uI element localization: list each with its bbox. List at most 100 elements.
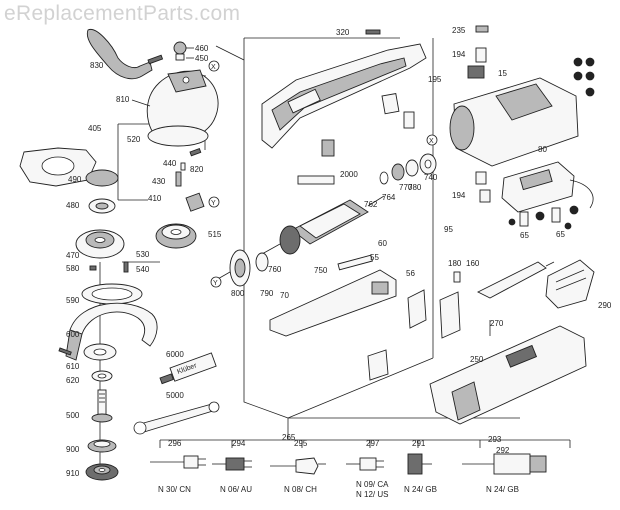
callout-x-marker xyxy=(426,134,438,146)
field-coil-15: 15 xyxy=(449,69,579,167)
plug-caption: N 08/ CH xyxy=(284,485,317,494)
brush-holders xyxy=(321,93,415,157)
part-label: 194 xyxy=(452,50,466,59)
part-label: 5000 xyxy=(166,391,184,400)
motor-housing-half-320: 320 xyxy=(261,28,427,149)
callout-label: B xyxy=(572,208,577,215)
part-label: 410 xyxy=(148,194,162,203)
electronics-80: 80 194 xyxy=(452,145,594,213)
part-label: 600 xyxy=(66,330,80,339)
washer-610: 610 xyxy=(58,343,117,371)
part-label: 70 xyxy=(280,291,289,300)
part-label: 610 xyxy=(66,362,80,371)
part-label: 65 xyxy=(520,231,529,240)
plug-caption: N 06/ AU xyxy=(220,485,252,494)
part-label: 95 xyxy=(444,225,453,234)
brush-cap-235: 235 xyxy=(452,25,489,35)
part-label: 265 xyxy=(282,433,296,442)
part-label: 296 xyxy=(168,439,182,448)
part-label: 405 xyxy=(88,124,102,133)
watermark: eReplacementParts.com xyxy=(4,2,241,25)
part-label: 740 xyxy=(424,173,438,182)
flange-900: 900 xyxy=(66,439,117,454)
part-label: 180 xyxy=(448,259,462,268)
part-label: 293 xyxy=(488,435,502,444)
part-label: 2000 xyxy=(340,170,358,179)
part-label: 780 xyxy=(408,183,422,192)
part-label: 195 xyxy=(428,75,442,84)
part-label: 750 xyxy=(314,266,328,275)
part-label: 270 xyxy=(490,319,504,328)
side-handle-830: 830 xyxy=(86,29,164,80)
spanner-5000: 5000 xyxy=(133,391,220,435)
brushes-65: A B 65 65 xyxy=(508,205,579,240)
part-label: 297 xyxy=(366,439,380,448)
part-label: 291 xyxy=(412,439,426,448)
bevel-gear-515: 515 xyxy=(155,223,222,249)
brackets-center: 95 xyxy=(367,225,461,381)
plug-293-292: 293 292 N 24/ GB xyxy=(462,435,547,494)
callout-y-marker xyxy=(208,196,220,208)
pinion-410: 410 Y xyxy=(148,192,220,212)
gear-head-housing-405: 810 405 520 xyxy=(88,69,219,147)
callout-y-marker xyxy=(210,276,222,288)
plug-caption: N 30/ CN xyxy=(158,485,191,494)
part-label: 520 xyxy=(127,135,141,144)
callout-label: A xyxy=(538,214,543,221)
label-2000: 2000 xyxy=(297,170,358,185)
screws-530-540-580: 530 540 580 xyxy=(66,250,150,274)
spindle-500: 500 xyxy=(66,389,113,423)
plug-297: 297 N 09/ CA N 12/ US xyxy=(346,439,389,499)
armature-760: 760 750 xyxy=(261,195,385,275)
part-label: 320 xyxy=(336,28,350,37)
part-label: 160 xyxy=(466,259,480,268)
base-plate-490: 490 xyxy=(19,147,119,187)
part-label: 235 xyxy=(452,26,466,35)
fan-800-790: Y 800 790 xyxy=(210,249,274,298)
handle-housing-250: 270 250 265 xyxy=(282,319,587,442)
part-label: 500 xyxy=(66,411,80,420)
callout-label: X xyxy=(429,138,434,145)
part-label: 764 xyxy=(382,193,396,202)
part-label: 760 xyxy=(268,265,282,274)
plug-296: 296 N 30/ CN xyxy=(150,439,206,494)
part-label: 770 xyxy=(399,183,413,192)
switch-180-160: 180 160 xyxy=(448,259,555,299)
callout-label: Y xyxy=(211,200,216,207)
part-label: 194 xyxy=(452,191,466,200)
part-label: 450 xyxy=(195,54,209,63)
part-label: 910 xyxy=(66,469,80,478)
knob-460-450: 460 450 xyxy=(173,41,209,63)
callout-label: Y xyxy=(213,280,218,287)
bearings-740-780: 740 770 780 764 762 xyxy=(364,153,438,209)
plug-291: 291 N 24/ GB xyxy=(404,439,437,494)
part-label: 810 xyxy=(116,95,130,104)
part-label: 60 xyxy=(378,239,387,248)
part-label: 460 xyxy=(195,44,209,53)
part-label: 620 xyxy=(66,376,80,385)
flange-470: 470 xyxy=(66,229,125,260)
plug-caption: N 12/ US xyxy=(356,490,388,499)
part-label: 292 xyxy=(496,446,510,455)
part-label: 430 xyxy=(152,177,166,186)
part-label: 820 xyxy=(190,165,204,174)
bearing-480: 480 xyxy=(66,198,116,214)
gearbox-frame-60: 60 55 56 70 xyxy=(269,239,415,337)
part-label: 790 xyxy=(260,289,274,298)
part-label: 540 xyxy=(136,265,150,274)
part-label: 250 xyxy=(470,355,484,364)
part-label: 65 xyxy=(556,230,565,239)
ring-620: 620 xyxy=(66,370,113,385)
plug-caption: N 09/ CA xyxy=(356,480,389,489)
plug-caption: N 24/ GB xyxy=(486,485,519,494)
cable-protector-290: 290 xyxy=(545,259,612,310)
part-label: 830 xyxy=(90,61,104,70)
plug-295: 295 N 08/ CH xyxy=(270,439,326,494)
callout-x-marker xyxy=(208,60,220,72)
part-label: 55 xyxy=(370,253,379,262)
nut-910: 910 xyxy=(66,463,119,481)
callout-label: X xyxy=(211,64,216,71)
part-label: 530 xyxy=(136,250,150,259)
plug-caption: N 24/ GB xyxy=(404,485,437,494)
part-label: 15 xyxy=(498,69,507,78)
